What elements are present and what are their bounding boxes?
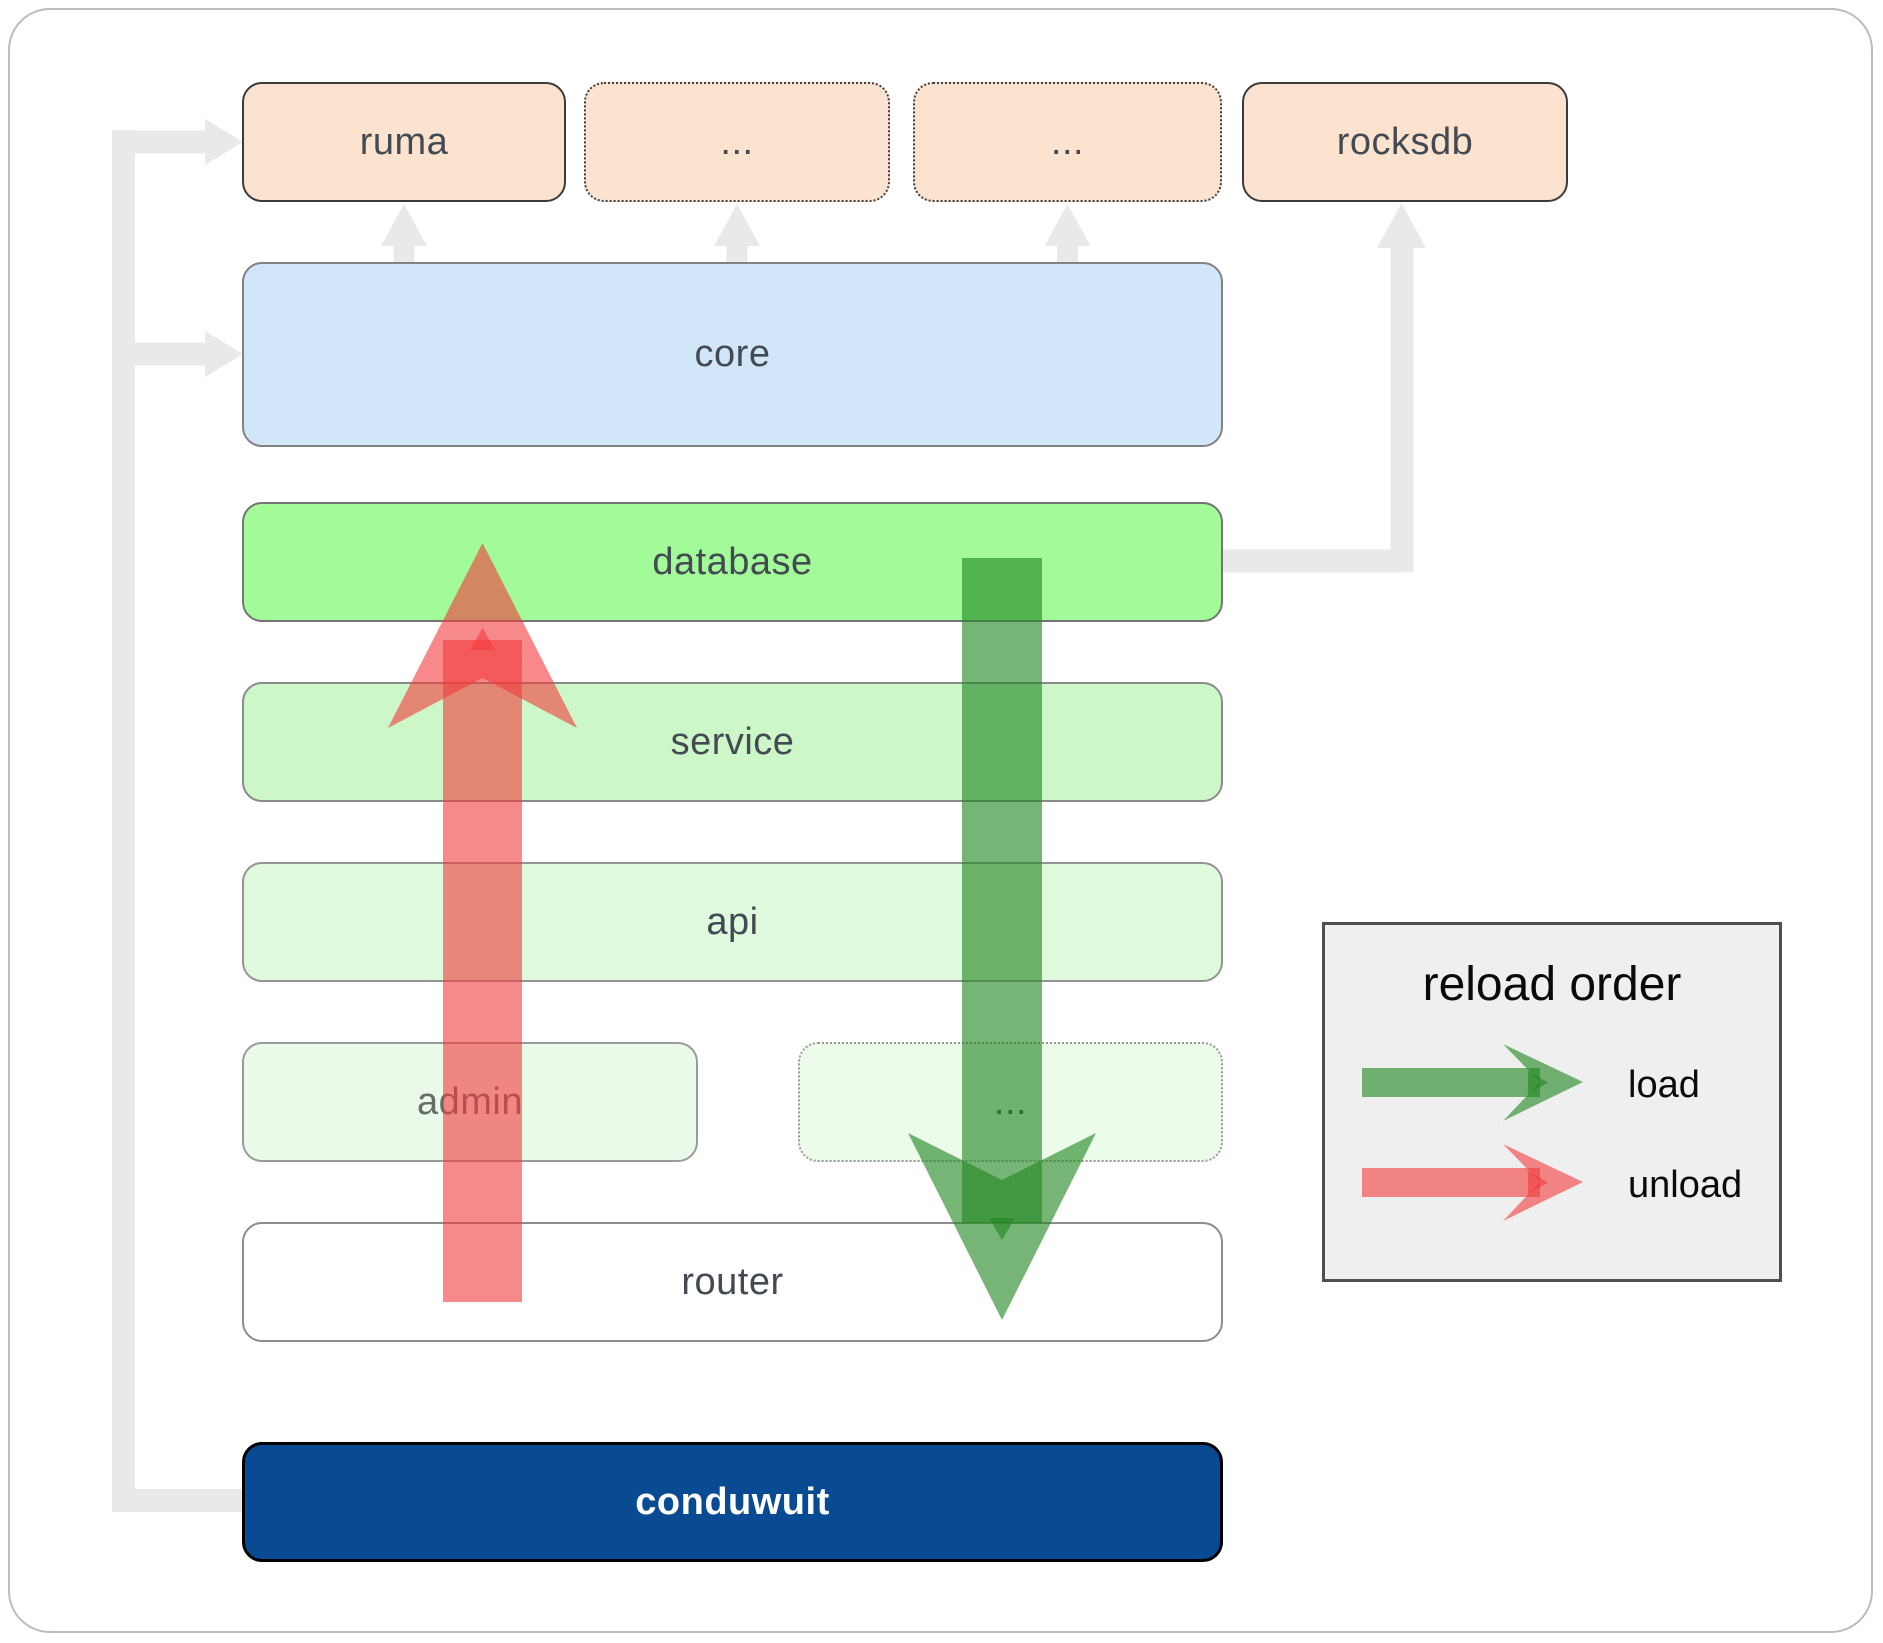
node-ruma-label: ruma: [359, 120, 449, 163]
node-conduwuit: conduwuit: [242, 1442, 1223, 1562]
node-core-label: core: [694, 333, 771, 375]
node-admin: admin: [242, 1042, 698, 1162]
node-ellipsis-bottom-label: ...: [993, 1080, 1028, 1123]
node-admin-label: admin: [417, 1080, 523, 1123]
node-ellipsis-top-2-label: ...: [1050, 120, 1085, 163]
node-service-label: service: [670, 720, 795, 763]
node-database-label: database: [652, 540, 813, 583]
legend-unload-label: unload: [1628, 1164, 1743, 1206]
node-ellipsis-top-1-label: ...: [720, 120, 754, 163]
page-border: [8, 8, 1873, 1633]
node-conduwuit-label: conduwuit: [635, 1480, 830, 1523]
legend-box: reload order load unload: [1322, 922, 1782, 1282]
node-core: core: [242, 262, 1223, 447]
node-api: api: [242, 862, 1223, 982]
node-rocksdb: rocksdb: [1242, 82, 1568, 202]
node-api-label: api: [706, 900, 759, 943]
node-rocksdb-label: rocksdb: [1336, 120, 1474, 163]
legend-title: reload order: [1422, 958, 1682, 1011]
node-ellipsis-bottom: ...: [798, 1042, 1223, 1162]
node-ruma: ruma: [242, 82, 566, 202]
legend-load-label: load: [1628, 1064, 1700, 1106]
node-database: database: [242, 502, 1223, 622]
node-service: service: [242, 682, 1223, 802]
node-router-label: router: [681, 1260, 784, 1303]
node-router: router: [242, 1222, 1223, 1342]
node-ellipsis-top-2: ...: [913, 82, 1222, 202]
node-ellipsis-top-1: ...: [584, 82, 890, 202]
